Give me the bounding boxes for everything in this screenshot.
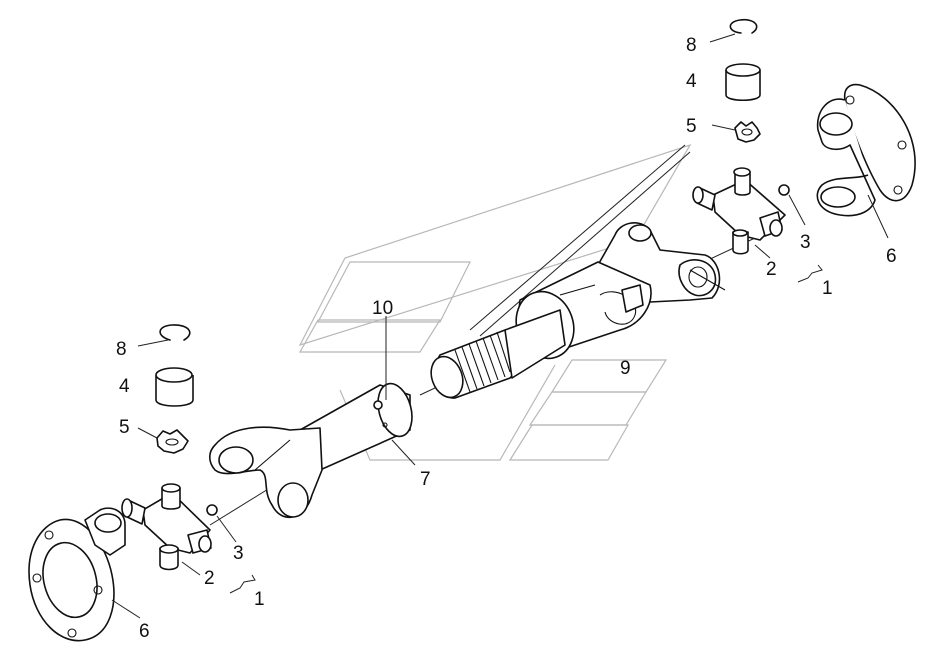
flange-yoke-top xyxy=(816,83,916,239)
callout-4-top: 4 xyxy=(686,71,697,92)
universal-joint-cross-bottom xyxy=(121,483,212,576)
callout-5-bottom: 5 xyxy=(119,417,130,438)
lock-washer-top xyxy=(711,121,761,143)
bearing-cap-top xyxy=(725,63,761,102)
callout-8-bottom: 8 xyxy=(116,339,127,360)
callout-8-top: 8 xyxy=(686,35,697,56)
group-bracket-top xyxy=(797,264,823,283)
lock-washer-bottom xyxy=(137,427,189,454)
callout-1-bottom: 1 xyxy=(254,589,265,610)
callout-5-top: 5 xyxy=(686,116,697,137)
grease-fitting-bottom xyxy=(206,504,237,543)
callout-7: 7 xyxy=(420,469,431,490)
group-bracket-bottom xyxy=(229,574,256,594)
retaining-ring-bottom xyxy=(137,324,191,347)
callout-2-bottom: 2 xyxy=(204,568,215,589)
splined-shaft xyxy=(430,309,566,399)
callout-1-top: 1 xyxy=(822,278,833,299)
callout-6-bottom: 6 xyxy=(139,621,150,642)
callout-9: 9 xyxy=(620,358,631,379)
callout-4-bottom: 4 xyxy=(119,376,130,397)
propeller-shaft-tube xyxy=(299,316,416,471)
flange-yoke-bottom xyxy=(28,507,141,642)
callout-2-top: 2 xyxy=(766,259,777,280)
callout-labels: 8 4 5 3 2 1 6 9 10 7 8 4 5 3 2 1 6 xyxy=(116,35,897,642)
retaining-ring-top xyxy=(709,18,758,43)
callout-3-top: 3 xyxy=(800,232,811,253)
callout-10: 10 xyxy=(372,298,393,319)
callout-3-bottom: 3 xyxy=(233,543,244,564)
grease-fitting-top xyxy=(778,184,806,226)
callout-6-top: 6 xyxy=(886,246,897,267)
tube-yoke-lower xyxy=(208,426,323,519)
bearing-cap-bottom xyxy=(155,367,194,407)
universal-joint-cross-top xyxy=(692,167,786,259)
